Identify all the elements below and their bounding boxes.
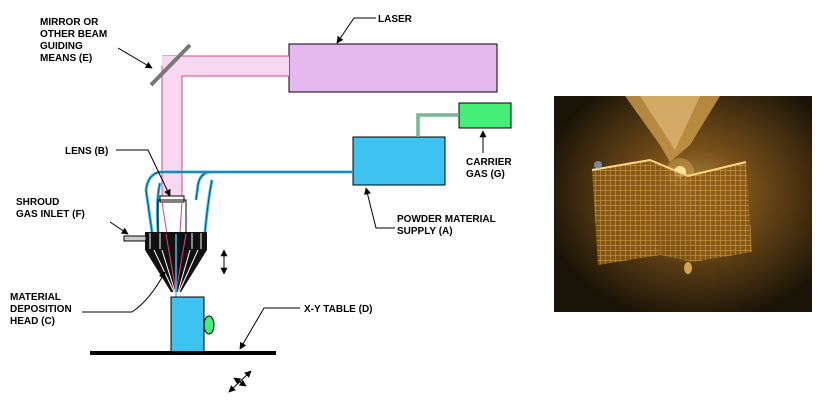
- shroud-gas-label: SHROUD GAS INLET (F): [16, 197, 85, 220]
- xy-table: [90, 351, 276, 355]
- deposition-process-photo: [554, 96, 812, 312]
- carrier-gas-label: CARRIER GAS (G): [466, 157, 514, 180]
- carrier-gas-line: [416, 113, 459, 137]
- workpiece: [170, 296, 205, 353]
- laser-beam-vertical: [162, 56, 182, 196]
- lens: [159, 195, 185, 203]
- shroud-gas-inlet: [123, 235, 147, 242]
- powder-feed-line: [194, 170, 353, 201]
- xy-table-label: X-Y TABLE (D): [304, 304, 373, 315]
- xy-motion-arrow: [228, 370, 252, 393]
- workpiece-knob: [203, 315, 215, 335]
- carrier-gas-box: [458, 102, 512, 129]
- powder-supply-box: [352, 136, 446, 186]
- powder-supply-label: POWDER MATERIAL SUPPLY (A): [397, 214, 498, 237]
- laser-box: [288, 43, 498, 93]
- lens-label: LENS (B): [65, 146, 108, 157]
- laser-beam-horizontal: [162, 56, 289, 76]
- deposition-head-label: MATERIAL DEPOSITION HEAD (C): [10, 292, 74, 327]
- laser-label: LASER: [378, 14, 413, 25]
- mirror-label: MIRROR OR OTHER BEAM GUIDING MEANS (E): [40, 17, 110, 64]
- mirror: [149, 43, 192, 87]
